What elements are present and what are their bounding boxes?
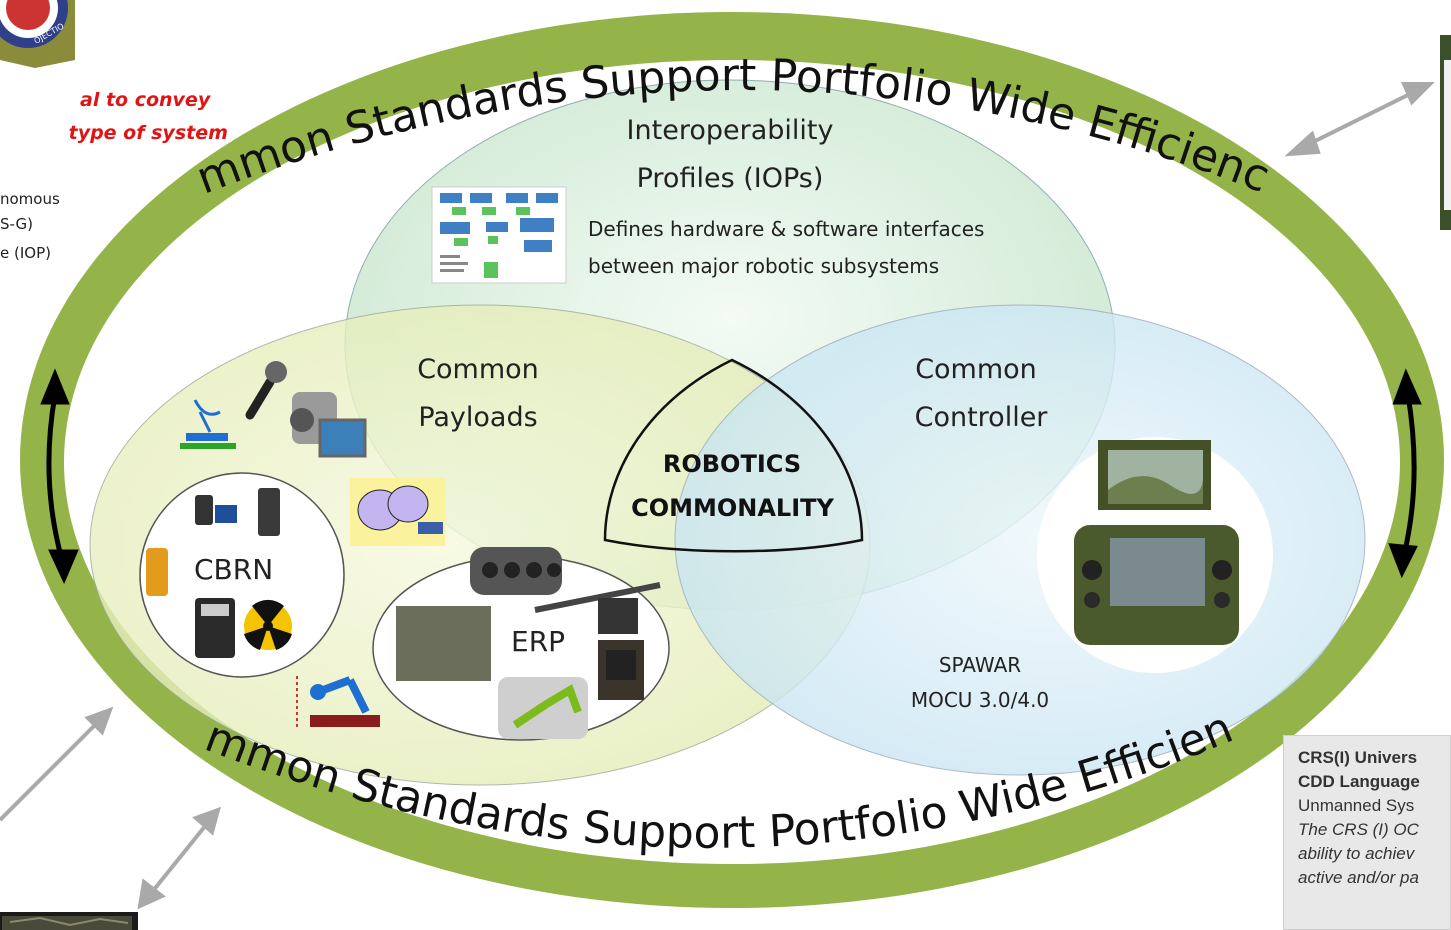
crs-line4: The CRS (I) OC (1298, 820, 1419, 839)
iop-title-line2: Profiles (IOPs) (636, 163, 824, 194)
left-double-arrow (40, 368, 79, 585)
top-right-image-fragment (1440, 35, 1451, 230)
gray-arrow-top-right (1284, 82, 1435, 157)
right-double-arrow (1388, 368, 1422, 579)
cbrn-circle (139, 472, 345, 678)
center-label-line2: COMMONALITY (631, 494, 834, 522)
controller-label-line1: Common (915, 354, 1037, 385)
center-label-line1: ROBOTICS (662, 450, 802, 478)
crs-info-box: CRS(I) Univers CDD Language Unmanned Sys… (1283, 735, 1451, 930)
iop-desc-line2: between major robotic subsystems (588, 254, 940, 278)
crs-line2: CDD Language (1298, 772, 1420, 791)
spawar-label-line1: SPAWAR (938, 653, 1022, 677)
controller-label-line2: Controller (914, 402, 1048, 433)
crs-line6: active and/or pa (1298, 868, 1419, 887)
left-note-line2: S-G) (0, 215, 33, 233)
robotic-arm-icon (296, 676, 380, 730)
mocu-controller-image (1074, 440, 1239, 645)
neural-network-sensor-icon (350, 478, 445, 546)
iop-desc-line1: Defines hardware & software interfaces (588, 217, 985, 241)
gray-arrow-bottom-left (0, 706, 114, 822)
left-note-line1: nomous (0, 190, 60, 208)
iop-title-line1: Interoperability (626, 115, 834, 146)
left-red-note-line2: type of system (62, 122, 228, 144)
cbrn-detector-icons (146, 488, 292, 658)
bottom-left-photo (0, 912, 138, 930)
seal-emblem: OJECTIO (0, 0, 75, 68)
center-triangle (603, 358, 864, 553)
payloads-label-line1: Common (417, 354, 539, 385)
cbrn-label: CBRN (194, 553, 274, 586)
erp-label: ERP (511, 625, 566, 658)
satellite-dish-icon (180, 399, 236, 449)
video-camera-icon (290, 392, 367, 458)
crs-line5: ability to achiev (1298, 844, 1415, 863)
crs-line1: CRS(I) Univers (1298, 748, 1418, 767)
spawar-label-line2: MOCU 3.0/4.0 (910, 688, 1050, 712)
microphone-icon (245, 361, 287, 420)
iop-diagram-thumbnail (431, 186, 567, 284)
erp-equipment-icons (396, 547, 661, 739)
gray-arrow-bottom (137, 806, 221, 910)
payloads-label-line2: Payloads (418, 402, 538, 433)
left-note-line3: e (IOP) (0, 244, 51, 262)
left-red-note-line1: al to convey (80, 89, 211, 111)
crs-line3: Unmanned Sys (1298, 796, 1415, 815)
